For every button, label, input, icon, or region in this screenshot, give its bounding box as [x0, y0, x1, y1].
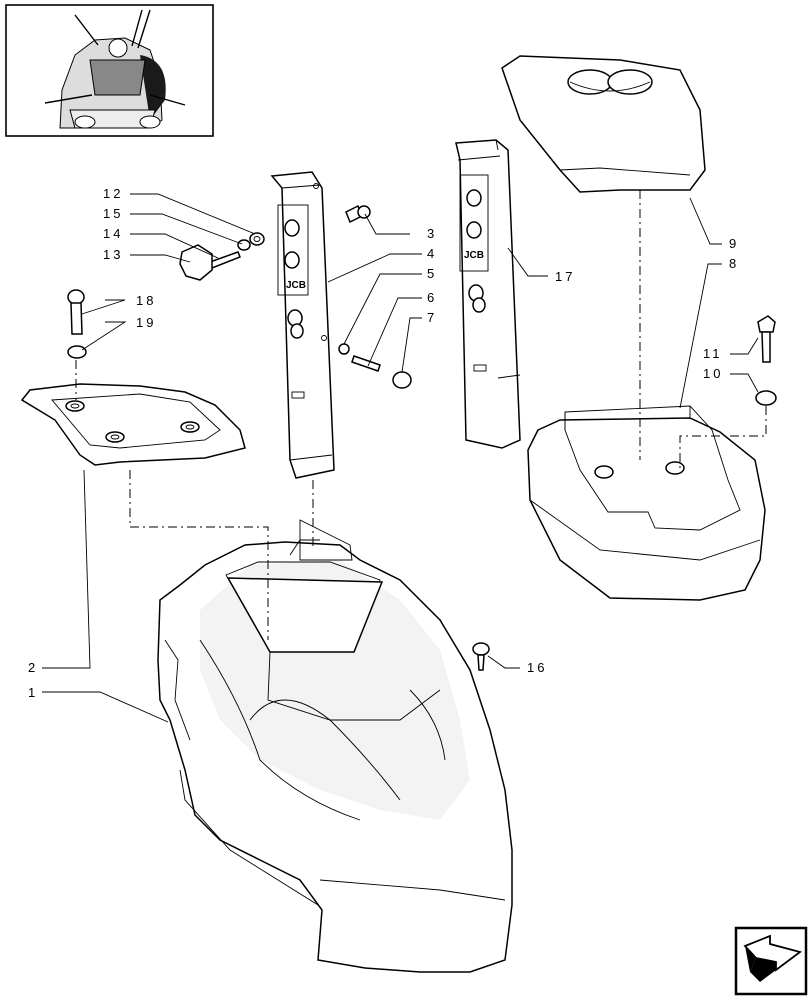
- callout-7: 7: [427, 310, 437, 325]
- armrest-pad: [501, 55, 706, 193]
- callout-19: 19: [136, 315, 156, 330]
- callout-12: 12: [103, 186, 123, 201]
- left-pillar: JCB: [270, 171, 335, 479]
- leader-lines: [42, 193, 759, 723]
- callout-2: 2: [28, 660, 38, 675]
- callout-1: 1: [28, 685, 38, 700]
- svg-text:JCB: JCB: [286, 280, 306, 291]
- callout-9: 9: [729, 236, 739, 251]
- armrest-base: [527, 405, 766, 601]
- svg-text:JCB: JCB: [464, 250, 484, 261]
- callout-15: 15: [103, 206, 123, 221]
- callout-16: 16: [527, 660, 547, 675]
- left-tray: [20, 383, 246, 466]
- callout-17: 17: [555, 269, 575, 284]
- hardware: [67, 204, 777, 671]
- callout-4: 4: [427, 246, 437, 261]
- right-pillar: JCB: [455, 139, 521, 449]
- next-page-arrow-icon: [743, 934, 803, 982]
- callout-3: 3: [427, 226, 437, 241]
- cab-thumbnail: [5, 4, 214, 137]
- callout-10: 10: [703, 366, 723, 381]
- callout-8: 8: [729, 256, 739, 271]
- callout-6: 6: [427, 290, 437, 305]
- callout-18: 18: [136, 293, 156, 308]
- next-page-button[interactable]: [734, 926, 808, 996]
- alignment-lines: [75, 190, 767, 640]
- console-housing: [157, 519, 513, 973]
- callout-5: 5: [427, 266, 437, 281]
- callout-13: 13: [103, 247, 123, 262]
- callout-11: 11: [703, 346, 723, 361]
- callout-labels: 12 15 14 13 18 19 3 4 5 6 7 17 9 8 11 10…: [28, 186, 739, 700]
- callout-14: 14: [103, 226, 123, 241]
